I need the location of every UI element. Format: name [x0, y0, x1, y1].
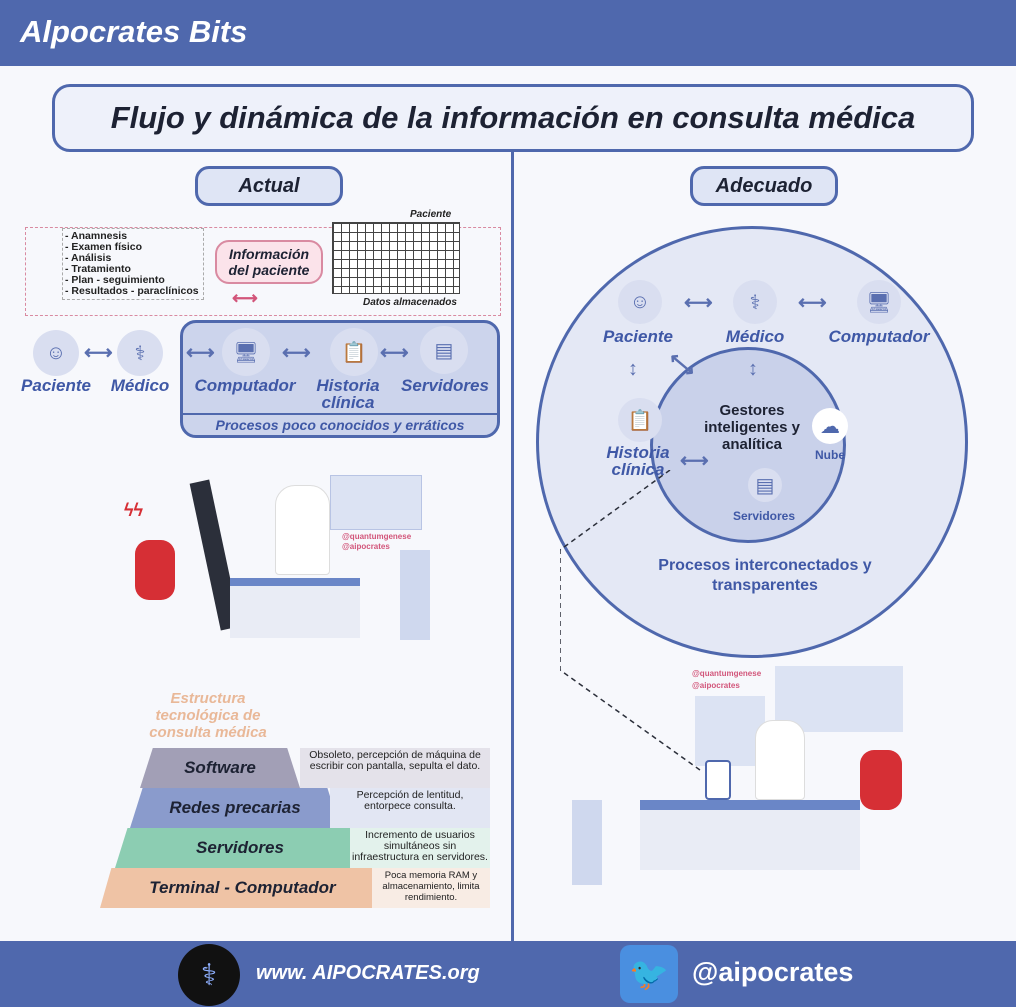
handle: @quantumgenese: [692, 669, 762, 678]
doctor-icon: ⚕: [733, 280, 777, 324]
layer-desc: Poca memoria RAM y almacenamiento, limit…: [372, 868, 490, 908]
header-bar: [0, 0, 1016, 66]
patient-figure: [860, 750, 902, 810]
page-title: Flujo y dinámica de la información en co…: [52, 84, 974, 152]
patient-icon: ☺: [618, 280, 662, 324]
handle: @aipocrates: [692, 681, 740, 690]
label-paciente: Paciente: [603, 327, 673, 346]
layer-desc: Percepción de lentitud, entorpece consul…: [330, 788, 490, 828]
info-item: - Plan - seguimiento: [65, 274, 165, 286]
double-arrow-icon: ⟷: [232, 288, 258, 308]
layer-desc: Incremento de usuarios simultáneos sin i…: [350, 828, 490, 868]
label-nube: Nube: [815, 448, 845, 462]
layer-software: Software: [140, 748, 300, 788]
dashed-connector: [560, 470, 701, 771]
clipboard-icon: 📋: [618, 398, 662, 442]
info-badge: Información del paciente: [215, 240, 323, 284]
arrow-vertical-icon: ↕: [628, 358, 638, 380]
info-item: - Resultados - paraclínicos: [65, 285, 199, 297]
layer-redes: Redes precarias: [130, 788, 340, 828]
cabinet: [400, 550, 430, 640]
arrow-icon: ⟷: [84, 342, 113, 364]
website-link[interactable]: www. AIPOCRATES.org: [256, 962, 480, 984]
server-icon: ▤: [420, 326, 468, 374]
heading-adecuado: Adecuado: [690, 166, 838, 206]
arrow-icon: ⟷: [380, 342, 409, 364]
doctor-icon: ⚕: [117, 330, 163, 376]
twitter-icon[interactable]: 🐦: [620, 945, 678, 1003]
layer-terminal: Terminal - Computador: [100, 868, 385, 908]
caduceus-logo: ⚕: [178, 944, 240, 1006]
desk: [230, 578, 360, 638]
arrow-icon: ⟷: [798, 292, 827, 314]
data-grid-icon: [332, 222, 460, 294]
info-item: - Tratamiento: [65, 263, 131, 275]
cabinet: [572, 800, 602, 885]
computer-icon: 🖥: [222, 328, 270, 376]
label-historia: Historia clínica: [606, 443, 670, 479]
doctor-figure: [275, 485, 330, 575]
arrow-icon: ⟷: [684, 292, 713, 314]
label-medico: Médico: [725, 327, 785, 346]
label-gestores: Gestores inteligentes y analítica: [704, 402, 800, 453]
arrow-icon: ⟷: [680, 450, 709, 472]
robot-icon: [705, 760, 731, 800]
heading-actual: Actual: [195, 166, 343, 206]
panel: [695, 696, 765, 766]
brand-title: Alpocrates Bits: [20, 14, 248, 49]
patient-icon: ☺: [33, 330, 79, 376]
info-list: - Anamnesis - Examen físico - Análisis -…: [62, 228, 204, 300]
process-label-right: Procesos interconectados y transparentes: [658, 557, 872, 594]
divider: [511, 152, 514, 942]
consultation-illustration-good: @quantumgenese @aipocrates: [560, 660, 940, 890]
label-historia: Historia clínica: [316, 376, 380, 412]
arrow-icon: ⟷: [282, 342, 311, 364]
layer-desc: Obsoleto, percepción de máquina de escri…: [300, 748, 490, 788]
computer-icon: 🖥: [857, 280, 901, 324]
server-icon: ▤: [748, 468, 782, 502]
label-computador: Computador: [194, 376, 296, 395]
layer-servidores: Servidores: [115, 828, 365, 868]
handle: @aipocrates: [342, 542, 390, 551]
grid-bottom-label: Datos almacenados: [363, 297, 457, 308]
doctor-figure: [755, 720, 805, 800]
footer-bar: [0, 941, 1016, 1007]
inner-circle: [650, 347, 846, 543]
xray-panel: [330, 475, 422, 530]
info-item: - Análisis: [65, 252, 112, 264]
handle: @quantumgenese: [342, 532, 412, 541]
handles: @quantumgenese @aipocrates: [692, 668, 761, 692]
info-item: - Anamnesis: [65, 230, 128, 242]
desk: [640, 800, 860, 870]
label-computador: Computador: [828, 327, 930, 346]
flow-dashed-loop: [25, 227, 501, 316]
clipboard-icon: 📋: [330, 328, 378, 376]
process-label: Procesos poco conocidos y erráticos: [183, 413, 497, 435]
patient-figure: [135, 540, 175, 600]
stress-icon: ϟϟ: [124, 500, 144, 520]
handles: @quantumgenese @aipocrates: [342, 532, 411, 552]
arrow-vertical-icon: ↕: [748, 358, 758, 380]
grid-top-label: Paciente: [410, 209, 452, 220]
pyramid-title: Estructura tecnológica de consulta médic…: [149, 690, 267, 741]
arrow-icon: ⟷: [186, 342, 215, 364]
label-medico: Médico: [110, 376, 170, 395]
consultation-illustration-stressed: ϟϟ @quantumgenese @aipocrates: [110, 460, 480, 650]
label-paciente: Paciente: [21, 376, 91, 395]
xray-panel: [775, 666, 903, 732]
tech-pyramid: Software Redes precarias Servidores Term…: [100, 748, 490, 908]
label-servidores: Servidores: [401, 376, 489, 395]
twitter-handle[interactable]: @aipocrates: [692, 957, 854, 987]
label-servidores: Servidores: [732, 509, 796, 523]
cloud-icon: ☁: [812, 408, 848, 444]
info-item: - Examen físico: [65, 241, 143, 253]
